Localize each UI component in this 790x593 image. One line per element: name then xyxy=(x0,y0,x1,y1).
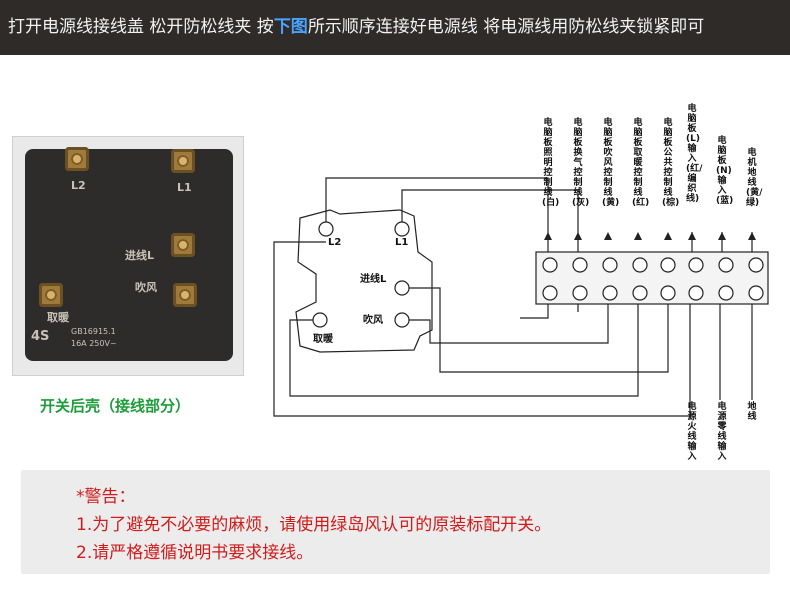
bottom-label-2: 地线 xyxy=(747,402,757,422)
terminal-screw-l1 xyxy=(171,149,195,173)
warning-line-2: 2.请严格遵循说明书要求接线。 xyxy=(76,543,314,563)
terminal-screw-heat xyxy=(39,283,63,307)
photo-label-heat: 取暖 xyxy=(47,311,69,324)
banner-text-pre: 打开电源线接线盖 松开防松线夹 按 xyxy=(8,17,274,37)
photo-label-l2: L2 xyxy=(71,179,86,192)
top-label-0: 电脑板照明控制线(白) xyxy=(542,118,560,208)
switch-label-heat: 取暖 xyxy=(313,334,333,345)
switch-label-l2: L2 xyxy=(328,237,342,248)
bottom-label-1: 电源零线输入 xyxy=(717,402,727,462)
arrow-7 xyxy=(718,232,726,240)
arrow-1 xyxy=(544,232,552,240)
switch-terminal-fan xyxy=(394,312,410,328)
arrow-6 xyxy=(688,232,696,240)
photo-label-rating: 16A 250V~ xyxy=(71,339,117,348)
wire-brown xyxy=(402,285,669,373)
photo-label-l1: L1 xyxy=(177,181,192,194)
switch-outline xyxy=(295,209,433,353)
photo-label-std: GB16915.1 xyxy=(71,327,116,336)
top-label-6: 电脑板(N)输入(蓝) xyxy=(716,136,734,206)
switch-terminal-l2 xyxy=(318,221,334,237)
warning-title: *警告： xyxy=(76,487,136,507)
terminal-block-screws xyxy=(542,257,764,301)
switch-terminal-in xyxy=(394,280,410,296)
top-label-3: 电脑板取暖控制线(红) xyxy=(632,118,650,208)
terminal-block xyxy=(535,251,769,305)
wire-white xyxy=(325,177,549,319)
top-label-4: 电脑板公共控制线(棕) xyxy=(662,118,680,208)
switch-label-l1: L1 xyxy=(395,237,409,248)
photo-caption: 开关后壳（接线部分） xyxy=(40,397,191,415)
top-label-7: 电机地线(黄/绿) xyxy=(746,148,763,208)
top-label-1: 电脑板换气控制线(灰) xyxy=(572,118,590,208)
banner-highlight: 下图 xyxy=(273,17,308,37)
terminal-screw-fan xyxy=(173,283,197,307)
arrow-8 xyxy=(748,232,756,240)
wire-red xyxy=(289,285,639,397)
switch-terminal-l1 xyxy=(394,221,410,237)
switch-back-photo: L2 L1 进线L 吹风 取暖 4S GB16915.1 16A 250V~ xyxy=(12,136,244,376)
switch-label-in: 进线L xyxy=(360,274,387,285)
terminal-screw-l2 xyxy=(65,147,89,171)
arrow-3 xyxy=(604,232,612,240)
photo-label-in: 进线L xyxy=(125,249,155,262)
wire-yellow xyxy=(402,285,609,344)
arrow-2 xyxy=(574,232,582,240)
switch-terminal-heat xyxy=(312,312,328,328)
warning-box: *警告： 1.为了避免不必要的麻烦，请使用绿岛风认可的原装标配开关。 2.请严格… xyxy=(21,470,770,574)
switch-label-fan: 吹风 xyxy=(363,315,383,326)
top-label-5: 电脑板(L)输入(红/编织线) xyxy=(686,104,703,204)
photo-label-model: 4S xyxy=(31,329,50,344)
wire-grey xyxy=(401,189,579,312)
terminal-screw-in xyxy=(171,233,195,257)
arrow-5 xyxy=(664,232,672,240)
top-label-2: 电脑板吹风控制线(黄) xyxy=(602,118,620,208)
bottom-label-0: 电源火线输入 xyxy=(687,402,697,462)
arrow-4 xyxy=(634,232,642,240)
warning-line-1: 1.为了避免不必要的麻烦，请使用绿岛风认可的原装标配开关。 xyxy=(76,515,552,535)
banner-text-post: 所示顺序连接好电源线 将电源线用防松线夹锁紧即可 xyxy=(307,17,705,37)
wire-l-in xyxy=(273,241,691,417)
instruction-banner: 打开电源线接线盖 松开防松线夹 按下图所示顺序连接好电源线 将电源线用防松线夹锁… xyxy=(0,0,790,55)
switch-back-body xyxy=(25,149,233,361)
photo-label-fan: 吹风 xyxy=(135,281,157,294)
